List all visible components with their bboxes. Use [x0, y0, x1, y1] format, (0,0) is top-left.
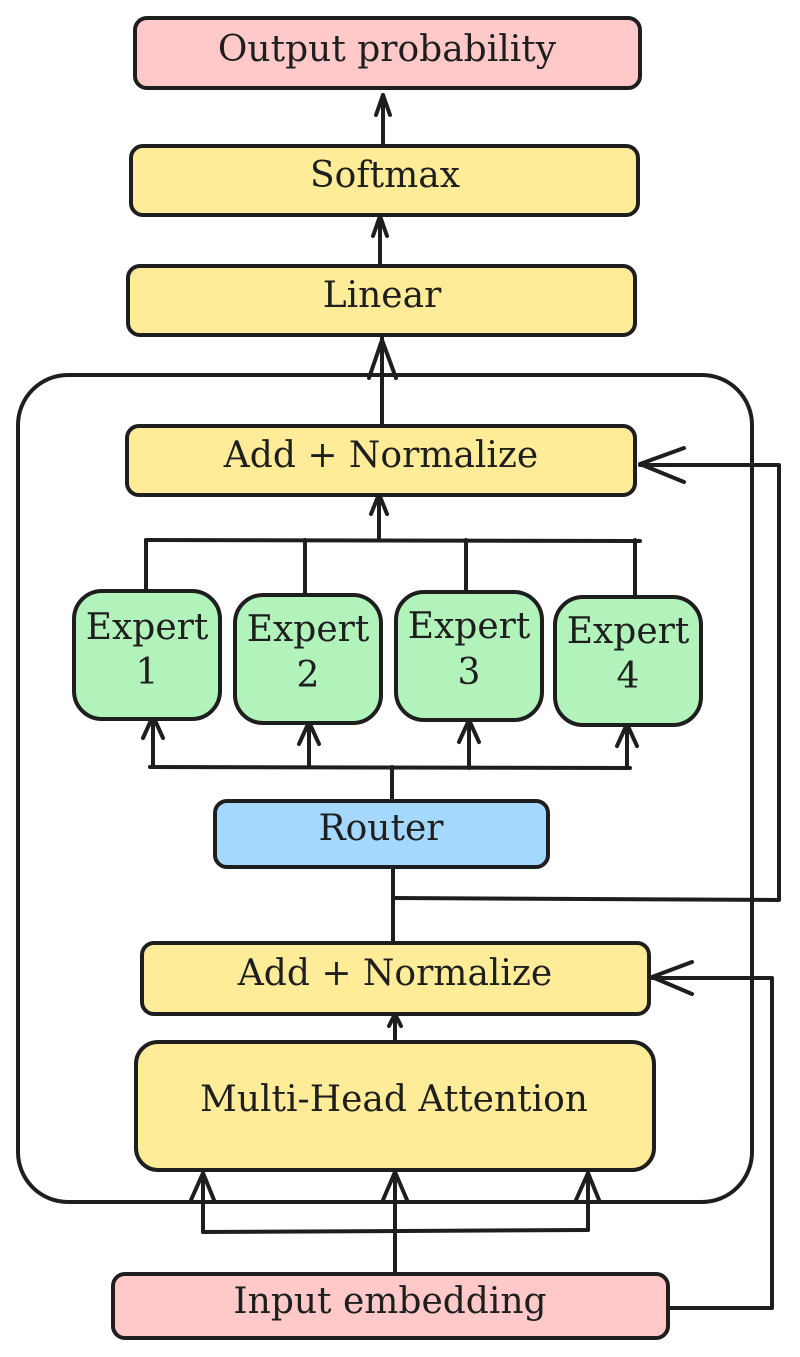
router-split-bar [148, 765, 632, 770]
experts-merge-bar [144, 538, 642, 543]
multi-head-attention-rect [134, 1040, 656, 1172]
residual-arrow-bottom [650, 960, 694, 996]
residual-arrow-top [638, 446, 686, 484]
expert-3-rect [394, 590, 544, 722]
expert-1-box: Expert 1 [72, 589, 222, 721]
input-embedding-label: Input embedding [233, 1281, 546, 1322]
expert-1-label: Expert [86, 607, 209, 648]
add-normalize-bottom-label: Add + Normalize [237, 953, 552, 994]
multi-head-attention-box: Multi-Head Attention [134, 1040, 656, 1172]
linear-rect [126, 264, 637, 337]
transformer-block-frame [16, 373, 754, 1204]
residual-input-to-addnorm-bottom [648, 976, 774, 1310]
add-normalize-bottom-rect [140, 941, 651, 1016]
add-normalize-top-rect [125, 424, 637, 497]
mha-input-arrow-right [574, 1171, 601, 1202]
expert-3-number: 3 [458, 652, 481, 693]
softmax-to-output-arrow [374, 93, 392, 117]
mha-input-arrow-left [189, 1171, 216, 1202]
router-box: Router [213, 799, 550, 869]
expert-1-rect [72, 589, 222, 721]
input-embedding-box: Input embedding [111, 1272, 670, 1340]
multi-head-attention-label: Multi-Head Attention [200, 1079, 588, 1120]
output-probability-box: Output probability [133, 16, 642, 90]
expert-3-box: Expert 3 [394, 590, 544, 722]
linear-box: Linear [126, 264, 637, 337]
softmax-label: Softmax [310, 155, 460, 196]
router-label: Router [319, 808, 445, 849]
router-rect [213, 799, 550, 869]
input-split-bar [201, 1228, 590, 1234]
expert-2-box: Expert 2 [233, 593, 383, 725]
output-probability-label: Output probability [218, 29, 557, 70]
residual-router-to-addnorm-top [391, 463, 781, 902]
add-normalize-top-box: Add + Normalize [125, 424, 637, 497]
expert-2-number: 2 [297, 655, 320, 696]
softmax-box: Softmax [129, 144, 640, 217]
expert-2-rect [233, 593, 383, 725]
add-normalize-bottom-box: Add + Normalize [140, 941, 651, 1016]
expert-4-box: Expert 4 [553, 595, 703, 727]
expert-1-number: 1 [136, 652, 159, 693]
output-probability-rect [133, 16, 642, 90]
addnorm-top-to-linear-arrow [367, 338, 398, 380]
expert-2-label: Expert [247, 609, 370, 650]
add-normalize-top-label: Add + Normalize [223, 435, 538, 476]
expert-4-label: Expert [567, 611, 690, 652]
expert-3-label: Expert [408, 606, 531, 647]
softmax-rect [129, 144, 640, 217]
linear-label: Linear [323, 275, 442, 316]
expert-4-rect [553, 595, 703, 727]
expert-4-number: 4 [617, 656, 640, 697]
input-embedding-rect [111, 1272, 670, 1340]
